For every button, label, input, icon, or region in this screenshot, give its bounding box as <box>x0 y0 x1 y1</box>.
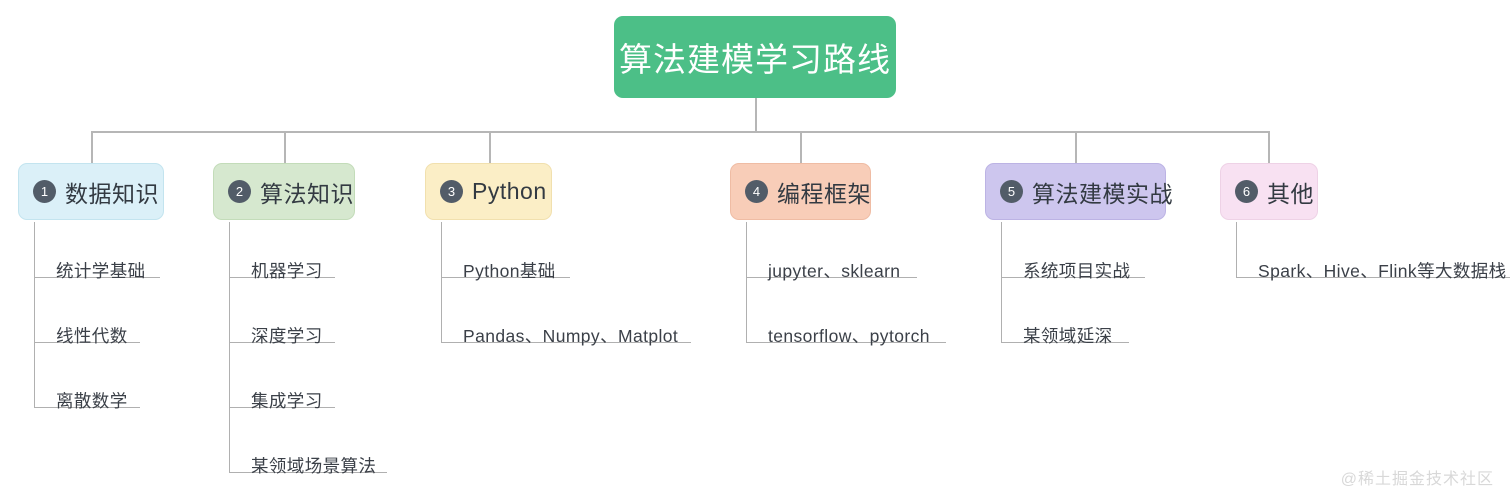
branch-drop-3 <box>489 131 491 163</box>
leaf-item[interactable]: 集成学习 <box>251 391 323 411</box>
branch-label-2: 算法知识 <box>260 180 354 207</box>
leaf-rule-5-2 <box>1001 342 1129 344</box>
leaf-item[interactable]: tensorflow、pytorch <box>768 326 930 346</box>
leaf-rule-5-1 <box>1001 277 1145 279</box>
leaf-item[interactable]: 深度学习 <box>251 326 323 346</box>
branch-drop-5 <box>1075 131 1077 163</box>
leaf-rule-1-1 <box>34 277 160 279</box>
leaf-item[interactable]: jupyter、sklearn <box>768 261 901 281</box>
branch-label-1: 数据知识 <box>65 180 159 207</box>
leaf-item[interactable]: 某领域场景算法 <box>251 456 377 476</box>
leaf-rule-1-3 <box>34 407 140 409</box>
branch-badge-1: 1 <box>33 180 56 203</box>
horizontal-bus <box>91 131 1268 133</box>
watermark: @稀土掘金技术社区 <box>1340 471 1494 488</box>
branch-node-6[interactable]: 6 其他 <box>1220 163 1318 220</box>
leaf-item[interactable]: 离散数学 <box>56 391 128 411</box>
leaf-rule-2-1 <box>229 277 335 279</box>
branch-node-3[interactable]: 3 Python <box>425 163 552 220</box>
leaf-rule-2-4 <box>229 472 387 474</box>
leaf-item[interactable]: 统计学基础 <box>56 261 146 281</box>
leaf-spine-6 <box>1236 222 1238 277</box>
leaf-rule-3-2 <box>441 342 691 344</box>
branch-badge-6: 6 <box>1235 180 1258 203</box>
branch-badge-3: 3 <box>440 180 463 203</box>
branch-label-4: 编程框架 <box>777 180 871 207</box>
leaf-item[interactable]: Spark、Hive、Flink等大数据栈 <box>1258 261 1507 281</box>
branch-label-6: 其他 <box>1267 180 1314 207</box>
leaf-rule-6-1 <box>1236 277 1510 279</box>
branch-label-5: 算法建模实战 <box>1032 180 1173 207</box>
branch-label-3: Python <box>472 178 547 204</box>
branch-badge-2: 2 <box>228 180 251 203</box>
leaf-spine-4 <box>746 222 748 342</box>
leaf-spine-5 <box>1001 222 1003 342</box>
leaf-item[interactable]: 某领域延深 <box>1023 326 1113 346</box>
branch-drop-6 <box>1268 131 1270 163</box>
branch-node-4[interactable]: 4 编程框架 <box>730 163 871 220</box>
branch-badge-4: 4 <box>745 180 768 203</box>
branch-node-2[interactable]: 2 算法知识 <box>213 163 355 220</box>
leaf-rule-4-1 <box>746 277 917 279</box>
branch-node-5[interactable]: 5 算法建模实战 <box>985 163 1173 220</box>
branch-drop-1 <box>91 131 93 163</box>
leaf-spine-3 <box>441 222 443 342</box>
leaf-rule-2-3 <box>229 407 335 409</box>
leaf-rule-2-2 <box>229 342 335 344</box>
leaf-rule-3-1 <box>441 277 570 279</box>
root-stem <box>755 98 757 131</box>
leaf-rule-4-2 <box>746 342 946 344</box>
leaf-item[interactable]: 线性代数 <box>56 326 128 346</box>
leaf-spine-1 <box>34 222 36 407</box>
root-node[interactable]: 算法建模学习路线 <box>614 16 896 98</box>
branch-drop-4 <box>800 131 802 163</box>
branch-drop-2 <box>284 131 286 163</box>
leaf-item[interactable]: Python基础 <box>463 261 556 281</box>
leaf-spine-2 <box>229 222 231 472</box>
leaf-item[interactable]: 机器学习 <box>251 261 323 281</box>
leaf-rule-1-2 <box>34 342 140 344</box>
branch-badge-5: 5 <box>1000 180 1023 203</box>
leaf-item[interactable]: 系统项目实战 <box>1023 261 1131 281</box>
branch-node-1[interactable]: 1 数据知识 <box>18 163 164 220</box>
leaf-item[interactable]: Pandas、Numpy、Matplot <box>463 326 679 346</box>
root-node-label: 算法建模学习路线 <box>619 41 891 78</box>
